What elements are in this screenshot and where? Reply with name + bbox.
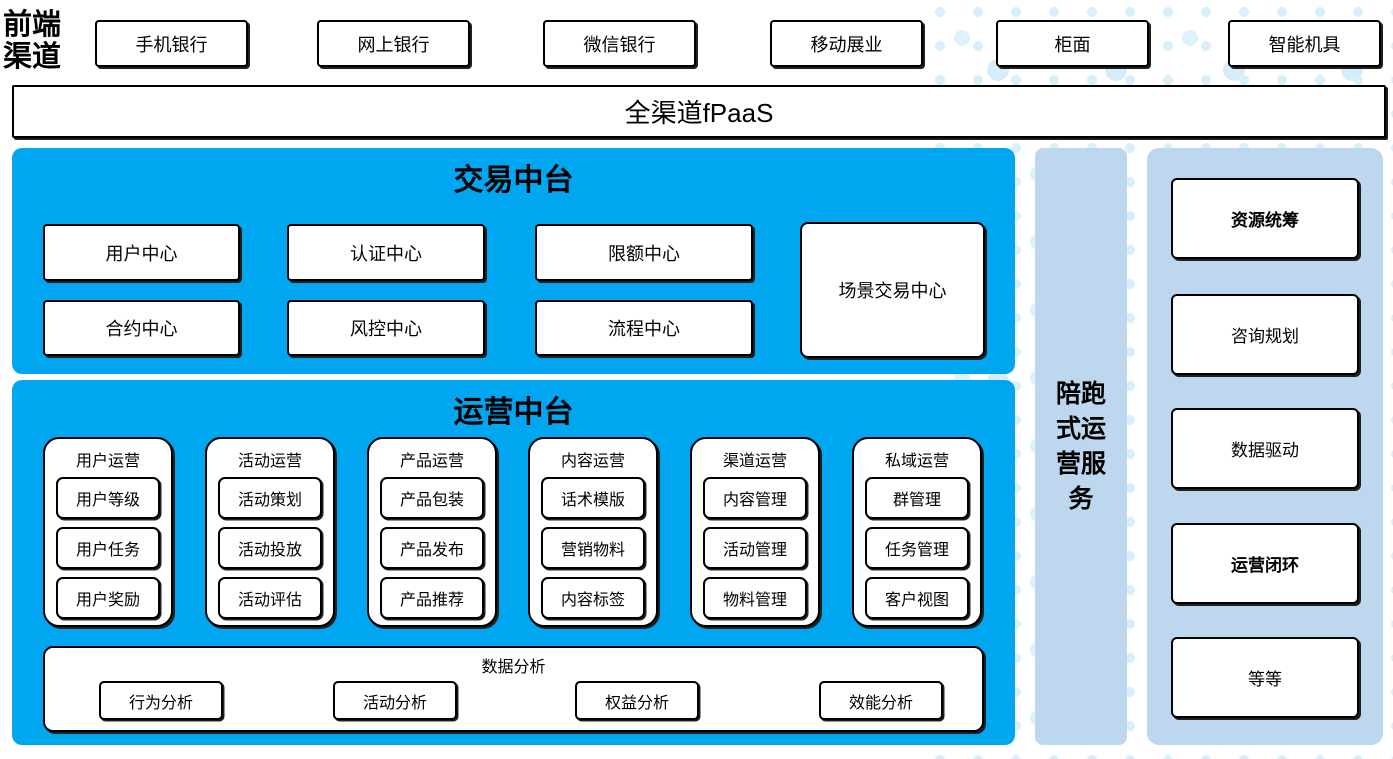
group-item: 产品发布 (380, 527, 484, 569)
channel-box-mobile-marketing: 移动展业 (770, 20, 923, 67)
group-item: 活动策划 (218, 477, 322, 519)
group-user-operation: 用户运营 用户等级 用户任务 用户奖励 (43, 437, 173, 627)
group-item: 群管理 (865, 477, 969, 519)
operation-platform-title: 运营中台 (453, 395, 574, 430)
service-panel: 资源统筹 咨询规划 数据驱动 运营闭环 等等 (1147, 148, 1383, 745)
service-box-etc: 等等 (1171, 637, 1359, 718)
group-activity-operation: 活动运营 活动策划 活动投放 活动评估 (205, 437, 335, 627)
group-product-operation: 产品运营 产品包装 产品发布 产品推荐 (367, 437, 497, 627)
group-private-domain-operation: 私域运营 群管理 任务管理 客户视图 (852, 437, 982, 627)
accompany-service-bar: 陪跑式运营服务 (1035, 148, 1127, 745)
data-analysis-section: 数据分析 行为分析 活动分析 权益分析 效能分析 (43, 646, 984, 732)
group-item: 话术模版 (541, 477, 645, 519)
group-item: 产品包装 (380, 477, 484, 519)
group-item: 用户等级 (56, 477, 160, 519)
transaction-platform-title: 交易中台 (453, 163, 574, 198)
group-title: 用户运营 (75, 453, 140, 470)
center-box-limit: 限额中心 (535, 224, 753, 281)
group-item: 营销物料 (541, 527, 645, 569)
service-box-resource-planning: 资源统筹 (1171, 178, 1359, 259)
group-item: 内容标签 (541, 577, 645, 619)
group-item: 活动管理 (703, 527, 807, 569)
group-title: 私域运营 (884, 453, 949, 470)
analysis-box-efficiency: 效能分析 (819, 681, 943, 720)
accompany-service-label: 陪跑式运营服务 (1055, 379, 1106, 513)
group-title: 渠道运营 (722, 453, 787, 470)
channel-box-smart-machine: 智能机具 (1228, 20, 1381, 67)
service-box-closed-loop: 运营闭环 (1171, 523, 1359, 604)
group-item: 产品推荐 (380, 577, 484, 619)
channel-box-counter: 柜面 (996, 20, 1149, 67)
group-title: 产品运营 (399, 453, 464, 470)
transaction-platform-panel: 交易中台 用户中心 认证中心 限额中心 合约中心 风控中心 流程中心 场景交易中… (12, 148, 1015, 374)
operation-platform-panel: 运营中台 用户运营 用户等级 用户任务 用户奖励 活动运营 活动策划 活动投放 … (12, 380, 1015, 745)
group-item: 活动评估 (218, 577, 322, 619)
group-item: 内容管理 (703, 477, 807, 519)
center-box-contract: 合约中心 (43, 300, 240, 356)
group-item: 客户视图 (865, 577, 969, 619)
analysis-box-activity: 活动分析 (333, 681, 457, 720)
channel-box-online-banking: 网上银行 (317, 20, 470, 67)
group-channel-operation: 渠道运营 内容管理 活动管理 物料管理 (690, 437, 820, 627)
analysis-box-behavior: 行为分析 (99, 681, 223, 720)
group-title: 内容运营 (560, 453, 625, 470)
center-box-process: 流程中心 (535, 300, 753, 356)
front-channels-label: 前端渠道 (3, 7, 62, 73)
group-item: 用户任务 (56, 527, 160, 569)
data-analysis-title: 数据分析 (481, 659, 546, 676)
analysis-box-benefit: 权益分析 (575, 681, 699, 720)
center-box-scene-transaction: 场景交易中心 (800, 222, 985, 358)
fpaas-bar: 全渠道fPaaS (12, 85, 1386, 138)
group-item: 用户奖励 (56, 577, 160, 619)
group-title: 活动运营 (237, 453, 302, 470)
service-box-consulting: 咨询规划 (1171, 294, 1359, 375)
group-item: 活动投放 (218, 527, 322, 569)
channel-box-wechat-banking: 微信银行 (543, 20, 696, 67)
center-box-user: 用户中心 (43, 224, 240, 281)
center-box-risk: 风控中心 (287, 300, 485, 356)
group-item: 物料管理 (703, 577, 807, 619)
center-box-auth: 认证中心 (287, 224, 485, 281)
group-item: 任务管理 (865, 527, 969, 569)
channel-box-mobile-banking: 手机银行 (95, 20, 248, 67)
service-box-data-driven: 数据驱动 (1171, 408, 1359, 489)
group-content-operation: 内容运营 话术模版 营销物料 内容标签 (528, 437, 658, 627)
